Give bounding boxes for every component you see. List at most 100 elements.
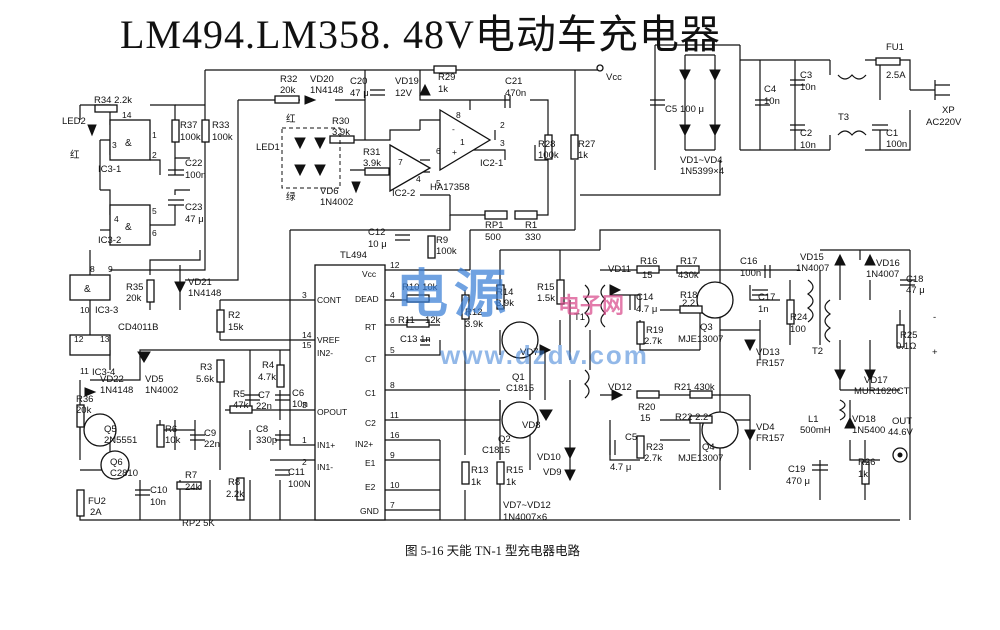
vd22-label: VD22 <box>100 374 124 385</box>
nand-pin-12: 12 <box>74 334 84 344</box>
pin-num-1: 1 <box>302 435 307 445</box>
c16-value: 100n <box>740 268 761 279</box>
ic-cd4011-label: CD4011B <box>118 322 159 333</box>
pin-rt: RT <box>365 322 376 332</box>
r31-label: R31 <box>363 147 380 158</box>
opamp-pin-7: 7 <box>398 157 403 167</box>
vd19-label: VD19 <box>395 76 419 87</box>
c22-value: 100n <box>185 170 206 181</box>
c2-label: C2 <box>800 128 812 139</box>
r24-value: 100 <box>790 324 806 335</box>
r33-value: 100k <box>212 132 233 143</box>
r21-label: R21 430k <box>674 382 715 393</box>
r29-value: 1k <box>438 84 448 95</box>
nand-gate-symbol-2: & <box>125 222 132 233</box>
r29-label: R29 <box>438 72 455 83</box>
pin-e2: E2 <box>365 482 376 492</box>
r19-label: R19 <box>646 325 663 336</box>
vd18-value: 1N5400 <box>852 425 885 436</box>
ic-ha17358-label: HA17358 <box>430 182 470 193</box>
ic-ha17358 <box>389 108 492 193</box>
nand-pin-10: 10 <box>80 305 90 315</box>
r23-label: R23 <box>646 442 663 453</box>
r1-label: R1 <box>525 220 537 231</box>
diodes <box>84 69 876 482</box>
r18-label: R18 <box>680 290 697 301</box>
c8-label: C8 <box>256 424 268 435</box>
c18-value: 47 μ <box>906 285 925 296</box>
vd22-value: 1N4148 <box>100 385 133 396</box>
capacitors <box>135 79 915 496</box>
r23-value: 2.7k <box>644 453 662 464</box>
r2-label: R2 <box>228 310 240 321</box>
led-red-label-1: 红 <box>286 113 296 125</box>
r30-label: R30 <box>332 116 349 127</box>
pin-num-2: 2 <box>302 457 307 467</box>
c1-value: 100n <box>886 139 907 150</box>
c23-value: 47 μ <box>185 214 204 225</box>
c1-label: C1 <box>886 128 898 139</box>
vd4-value: FR157 <box>756 433 785 444</box>
vd13-label: VD13 <box>756 347 780 358</box>
opamp-pin-plus: + <box>452 147 457 157</box>
r11-value: 12k <box>425 315 441 326</box>
led-dashed-box <box>281 127 341 189</box>
tl494-pin-labels: CONT DEAD Vcc RT CT VREF IN2- OPOUT IN1+… <box>302 260 400 516</box>
c14-value: 4.7 μ <box>636 304 657 315</box>
pin-num-3b: 3 <box>302 400 307 410</box>
page-title: LM494.LM358. 48V电动车充电器 <box>120 12 721 57</box>
r36-label: R36 <box>76 394 93 405</box>
c21-value: 470n <box>505 88 526 99</box>
opamp-pin-4: 4 <box>416 174 421 184</box>
vd16-value: 1N4007 <box>866 269 899 280</box>
vd20-label: VD20 <box>310 74 334 85</box>
opamp-pin-1: 1 <box>460 137 465 147</box>
vd8-label: VD8 <box>522 420 540 431</box>
q3-value: MJE13007 <box>678 334 723 345</box>
opamp-pin-5: 5 <box>436 178 441 188</box>
vd20-value: 1N4148 <box>310 85 343 96</box>
nand-pin-8: 8 <box>90 264 95 274</box>
fu1-value: 2.5A <box>886 70 906 81</box>
vd11-label: VD11 <box>608 264 631 275</box>
t2-label: T2 <box>812 346 823 357</box>
r27-value: 1k <box>578 150 588 161</box>
out-label: OUT <box>892 416 912 427</box>
r18-value: 2.2 <box>682 298 695 309</box>
r36-value: 20k <box>76 405 92 416</box>
r35-value: 20k <box>126 293 142 304</box>
c12-label: C12 <box>368 227 385 238</box>
q4-value: MJE13007 <box>678 453 723 464</box>
c21-label: C21 <box>505 76 522 87</box>
nand-pin-3: 3 <box>112 140 117 150</box>
page-number: ·107 <box>0 570 2 611</box>
opamp-pin-2: 2 <box>500 120 505 130</box>
r8-value: 2.2k <box>226 489 244 500</box>
pin-gnd: GND <box>360 506 379 516</box>
q6-label: Q6 <box>110 457 123 468</box>
opamp-pin-labels: 8 - + 2 3 1 6 5 7 4 <box>398 110 505 188</box>
pin-num-11: 11 <box>390 410 399 420</box>
rp1-label: RP1 <box>485 220 503 231</box>
nand-pin-11: 11 <box>80 366 89 376</box>
r37-value: 100k <box>180 132 201 143</box>
r6-value: 10k <box>165 435 181 446</box>
r15-value: 1.5k <box>537 293 555 304</box>
q5-value: 2N5551 <box>104 435 137 446</box>
r7-value: 24k <box>185 482 201 493</box>
r26-label: R26 <box>858 457 875 468</box>
nand-pin-5: 5 <box>152 206 157 216</box>
transformers-inductors <box>584 74 867 421</box>
vd4-label: VD4 <box>756 422 774 433</box>
pin-num-10: 10 <box>390 480 400 490</box>
r6-label: R6 <box>165 424 177 435</box>
pin-in1m: IN1- <box>317 462 333 472</box>
r12-value: 3.9k <box>465 319 483 330</box>
r5-label: R5 <box>233 389 245 400</box>
r14-label: R14 <box>496 287 513 298</box>
l1-value: 500mH <box>800 425 831 436</box>
vd5-value: 1N4002 <box>145 385 178 396</box>
c9-value: 22n <box>204 439 220 450</box>
vd1-4-value: 1N5399×4 <box>680 166 724 177</box>
r9-label: R9 <box>436 235 448 246</box>
